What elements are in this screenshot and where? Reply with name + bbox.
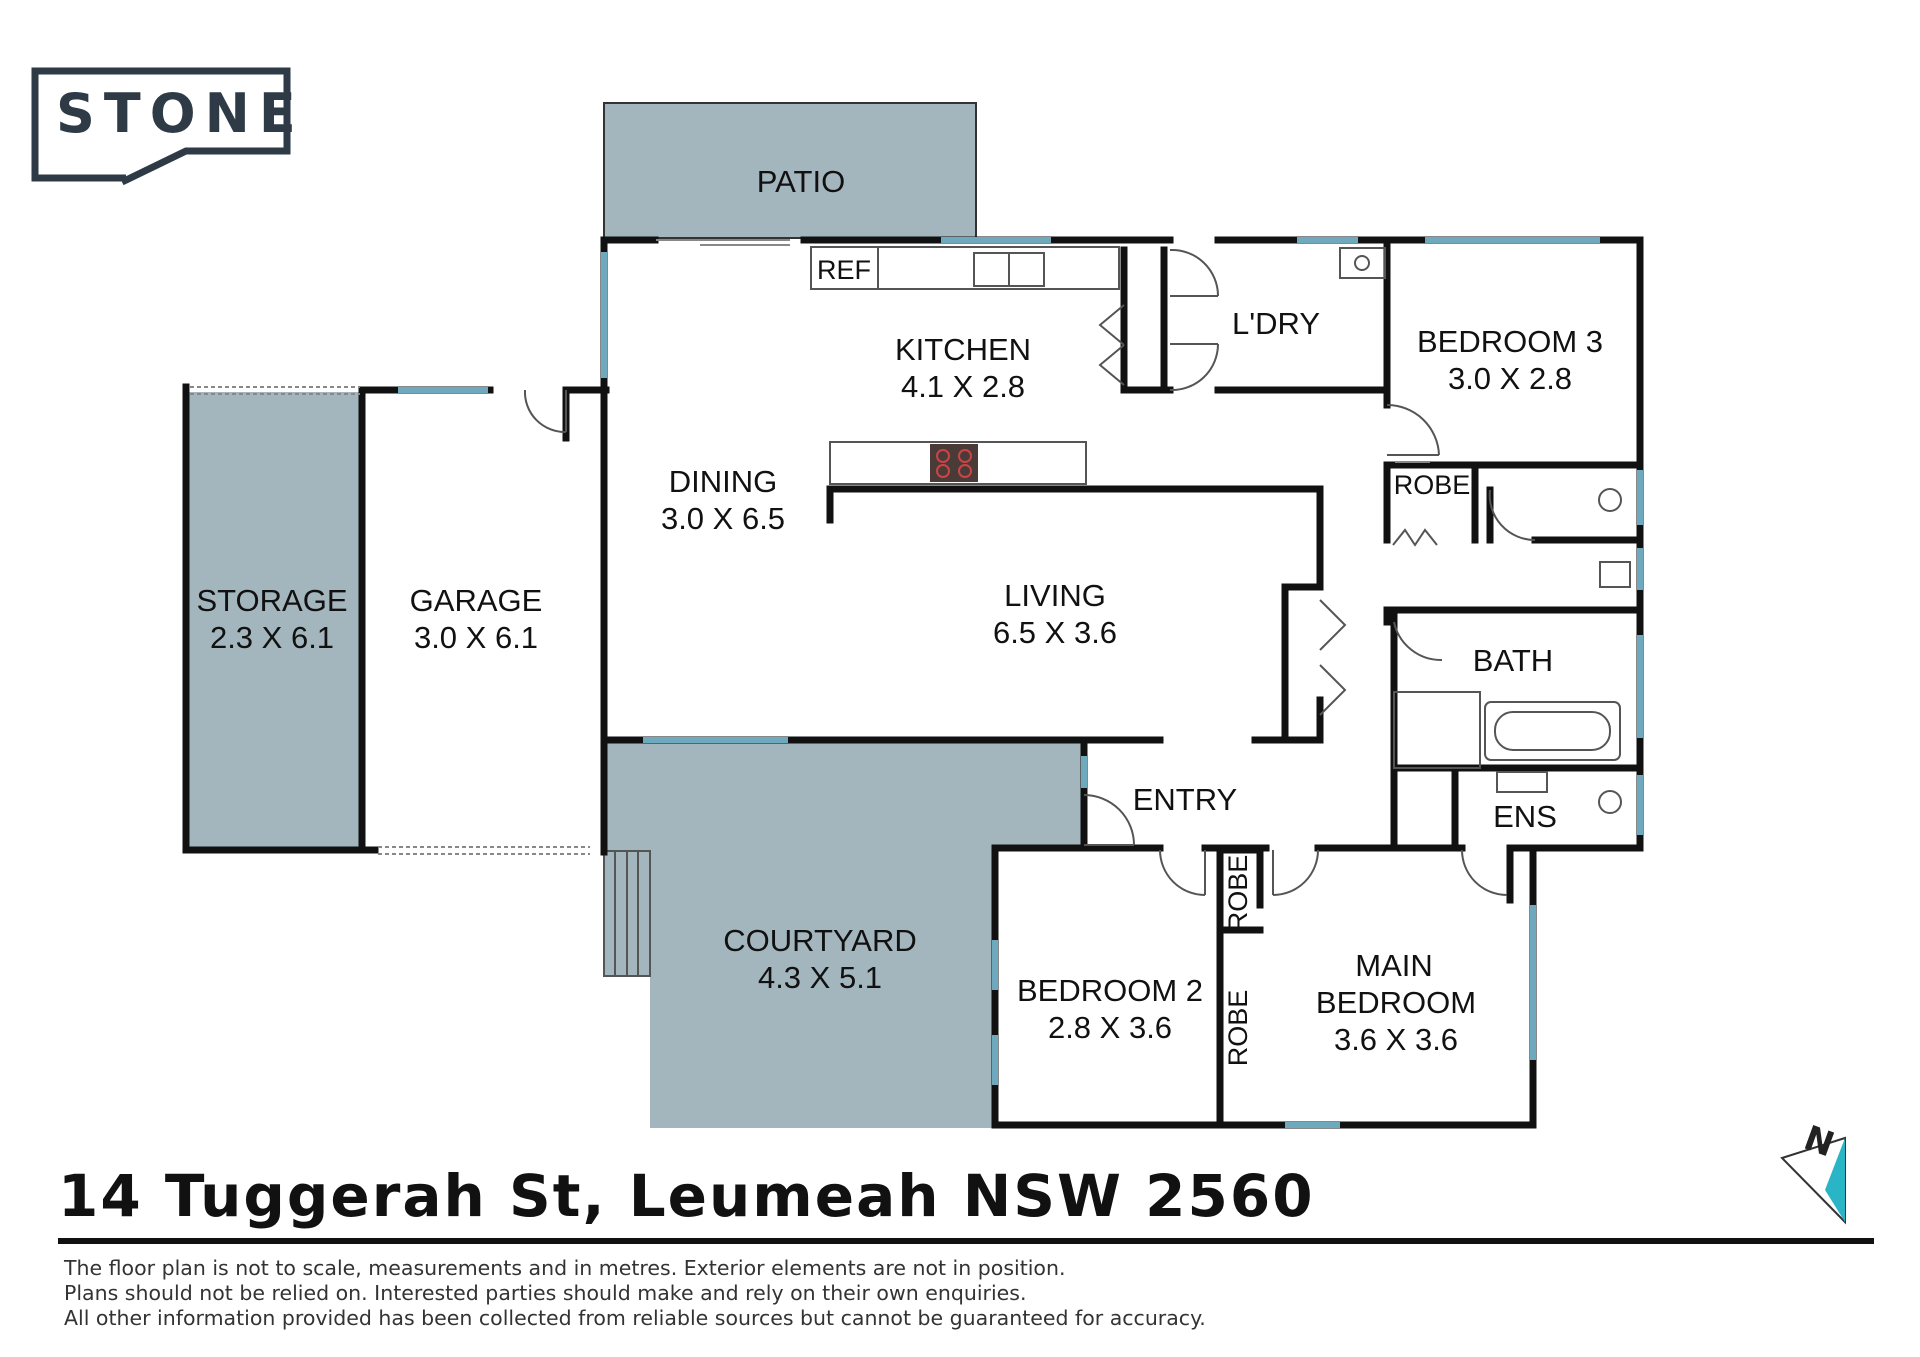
disclaimer-line: Plans should not be relied on. Intereste…	[64, 1281, 1027, 1305]
courtyard-size: 4.3 X 5.1	[758, 960, 882, 995]
divider	[58, 1238, 1874, 1244]
living-size: 6.5 X 3.6	[993, 615, 1117, 650]
windows	[398, 237, 1643, 1128]
ensuite-label: ENS	[1493, 799, 1557, 834]
laundry-label: L'DRY	[1232, 306, 1320, 341]
main-bedroom-label-2: BEDROOM	[1316, 985, 1476, 1020]
property-address: 14 Tuggerah St, Leumeah NSW 2560	[58, 1162, 1315, 1230]
bedroom3-label: BEDROOM 3	[1417, 324, 1603, 359]
kitchen-label: KITCHEN	[895, 332, 1031, 367]
main-bedroom-size: 3.6 X 3.6	[1334, 1022, 1458, 1057]
dining-size: 3.0 X 6.5	[661, 501, 785, 536]
bedroom2-label: BEDROOM 2	[1017, 973, 1203, 1008]
garage-label: GARAGE	[410, 583, 543, 618]
disclaimer-line: The floor plan is not to scale, measurem…	[64, 1256, 1066, 1280]
disclaimer: The floor plan is not to scale, measurem…	[64, 1256, 1206, 1331]
sliding-doors	[190, 239, 1430, 855]
cooktop-rings	[936, 449, 972, 478]
north-arrow-icon: N	[1780, 1118, 1846, 1225]
robe-label-bedroom2-entry: ROBE	[1223, 855, 1253, 932]
bedroom2-size: 2.8 X 3.6	[1048, 1010, 1172, 1045]
storage-area	[186, 392, 362, 850]
courtyard-steps	[603, 850, 651, 977]
living-label: LIVING	[1004, 578, 1106, 613]
courtyard-area	[605, 740, 1084, 1128]
main-bedroom-label-1: MAIN	[1355, 948, 1433, 983]
garage-size: 3.0 X 6.1	[414, 620, 538, 655]
storage-size: 2.3 X 6.1	[210, 620, 334, 655]
entry-label: ENTRY	[1133, 782, 1238, 817]
logo-text: STONE	[56, 82, 305, 145]
kitchen-bench	[810, 246, 1120, 485]
bathroom-fixtures	[1339, 247, 1631, 814]
robe-label-main-bedroom: ROBE	[1223, 990, 1253, 1067]
bedroom3-size: 3.0 X 2.8	[1448, 361, 1572, 396]
storage-label: STORAGE	[196, 583, 347, 618]
cooktop	[930, 444, 978, 482]
kitchen-size: 4.1 X 2.8	[901, 369, 1025, 404]
bath-label: BATH	[1473, 643, 1553, 678]
patio-label: PATIO	[757, 164, 845, 199]
robe-label: ROBE	[1394, 470, 1471, 500]
ref-label: REF	[817, 255, 871, 285]
dining-label: DINING	[669, 464, 778, 499]
door-swings	[523, 248, 1536, 896]
courtyard-label: COURTYARD	[723, 923, 916, 958]
stone-logo: STONE	[31, 67, 305, 186]
disclaimer-line: All other information provided has been …	[64, 1306, 1206, 1330]
patio-area	[603, 102, 977, 239]
